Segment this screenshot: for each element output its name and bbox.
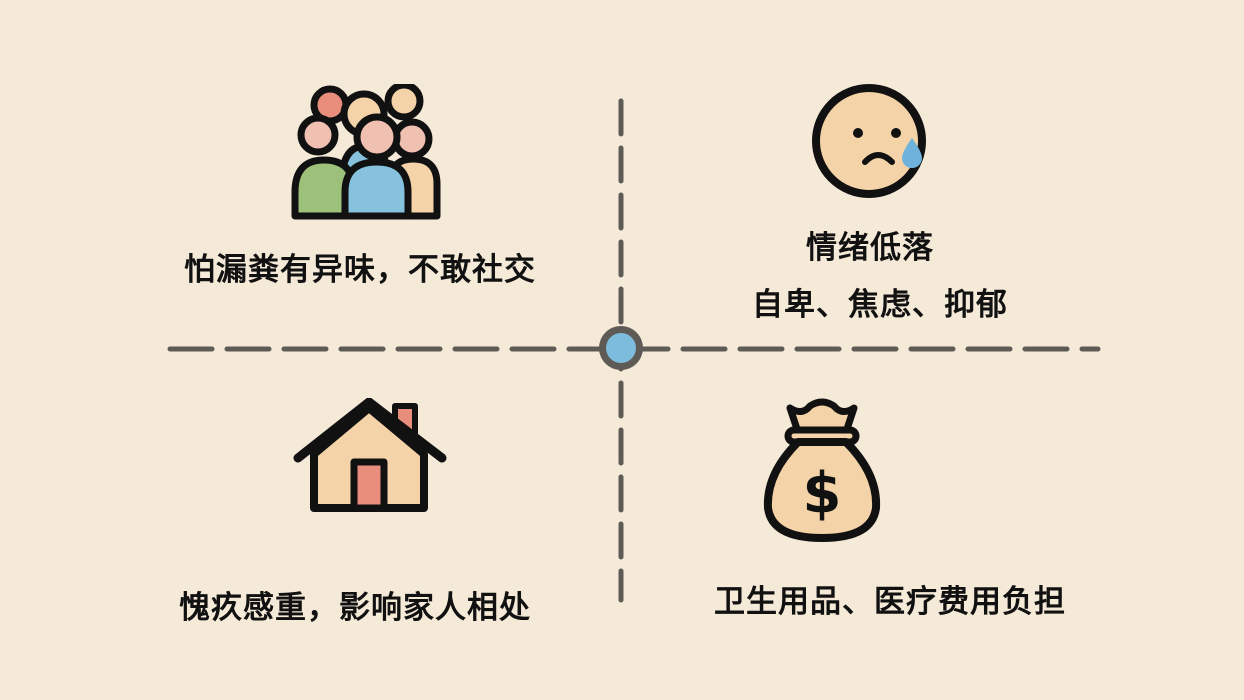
center-dot-icon <box>599 326 643 370</box>
financial-burden-label: 卫生用品、医疗费用负担 <box>714 584 1066 620</box>
mood-title: 情绪低落 <box>806 230 934 266</box>
mood-subtitle: 自卑、焦虑、抑郁 <box>752 287 1008 323</box>
house-icon <box>293 398 447 512</box>
sad-face-with-tear-icon <box>812 84 926 198</box>
group-of-people-icon <box>291 84 441 220</box>
svg-text:$: $ <box>803 461 842 526</box>
social-anxiety-label: 怕漏粪有异味，不敢社交 <box>184 252 536 288</box>
family-guilt-label: 愧疚感重，影响家人相处 <box>179 590 531 626</box>
money-bag-icon: $ <box>763 398 881 542</box>
